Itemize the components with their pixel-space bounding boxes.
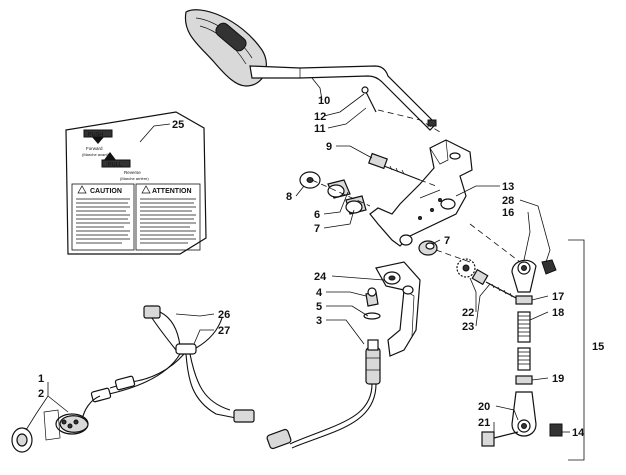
callout-16: 16 bbox=[502, 207, 514, 219]
mount-bracket bbox=[369, 139, 473, 247]
decal-forward-label: Forward bbox=[86, 146, 103, 151]
callout-22: 22 bbox=[462, 307, 474, 319]
up-arrow-icon bbox=[104, 152, 116, 160]
callout-5: 5 bbox=[316, 301, 322, 313]
ignition-nut bbox=[11, 427, 33, 453]
decal-pull-label: PULL bbox=[108, 162, 122, 168]
bolt-22 bbox=[435, 249, 517, 299]
washer-5 bbox=[363, 312, 381, 320]
callout-28: 28 bbox=[502, 195, 514, 207]
bolt-9 bbox=[368, 152, 437, 187]
switch-bracket bbox=[375, 261, 421, 357]
bushing-7b bbox=[418, 240, 438, 256]
callout-labels: 1 2 3 4 5 6 7 7 8 9 10 11 12 13 14 15 16… bbox=[38, 95, 604, 439]
callout-19: 19 bbox=[552, 373, 564, 385]
decal-reverse-label: Reverse bbox=[124, 170, 141, 175]
callout-6: 6 bbox=[314, 209, 320, 221]
callout-2: 2 bbox=[38, 388, 44, 400]
callout-17: 17 bbox=[552, 291, 564, 303]
callout-21: 21 bbox=[478, 417, 490, 429]
callout-26: 26 bbox=[218, 309, 230, 321]
callout-25: 25 bbox=[172, 119, 184, 131]
leader-lines bbox=[25, 77, 570, 433]
callout-4: 4 bbox=[316, 287, 323, 299]
callout-1: 1 bbox=[38, 373, 44, 385]
star-washer-23 bbox=[456, 258, 476, 278]
callout-18: 18 bbox=[552, 307, 564, 319]
down-arrow-icon bbox=[92, 137, 104, 144]
callout-8: 8 bbox=[286, 191, 292, 203]
decal-forward-fr-label: (Marche avant) bbox=[82, 152, 110, 157]
wiring-harness bbox=[81, 305, 255, 423]
decal-reverse-fr-label: (Marche arrière) bbox=[120, 176, 149, 181]
callout-20: 20 bbox=[478, 401, 490, 413]
shift-lever-assembly bbox=[184, 9, 441, 133]
callout-13: 13 bbox=[502, 181, 514, 193]
warning-icon bbox=[141, 185, 151, 194]
callout-7b: 7 bbox=[444, 235, 450, 247]
ignition-switch bbox=[43, 409, 89, 441]
decal-attention-label: ATTENTION bbox=[152, 188, 192, 195]
callout-9: 9 bbox=[326, 141, 332, 153]
bushing-7a bbox=[311, 179, 371, 215]
callout-10: 10 bbox=[318, 95, 330, 107]
callout-7a: 7 bbox=[314, 223, 320, 235]
shift-decal: PUSH Forward (Marche avant) PULL Reverse… bbox=[65, 111, 207, 255]
callout-14: 14 bbox=[572, 427, 585, 439]
pull-arrow-icon bbox=[101, 159, 131, 168]
linkage-rod-assembly bbox=[469, 223, 585, 461]
callout-27: 27 bbox=[218, 325, 230, 337]
warning-icon bbox=[77, 185, 87, 194]
spacer-6 bbox=[327, 179, 351, 199]
decal-push-label: PUSH bbox=[88, 132, 103, 138]
nut-4 bbox=[365, 287, 379, 307]
callout-12: 12 bbox=[314, 111, 326, 123]
reverse-switch bbox=[266, 339, 381, 450]
washer-8 bbox=[299, 171, 321, 189]
callout-23: 23 bbox=[462, 321, 474, 333]
callout-11: 11 bbox=[314, 123, 326, 135]
decal-fine-print bbox=[76, 198, 196, 244]
callout-24: 24 bbox=[314, 271, 327, 283]
decal-caution-label: CAUTION bbox=[90, 188, 122, 195]
callout-15: 15 bbox=[592, 341, 604, 353]
callout-3: 3 bbox=[316, 315, 322, 327]
